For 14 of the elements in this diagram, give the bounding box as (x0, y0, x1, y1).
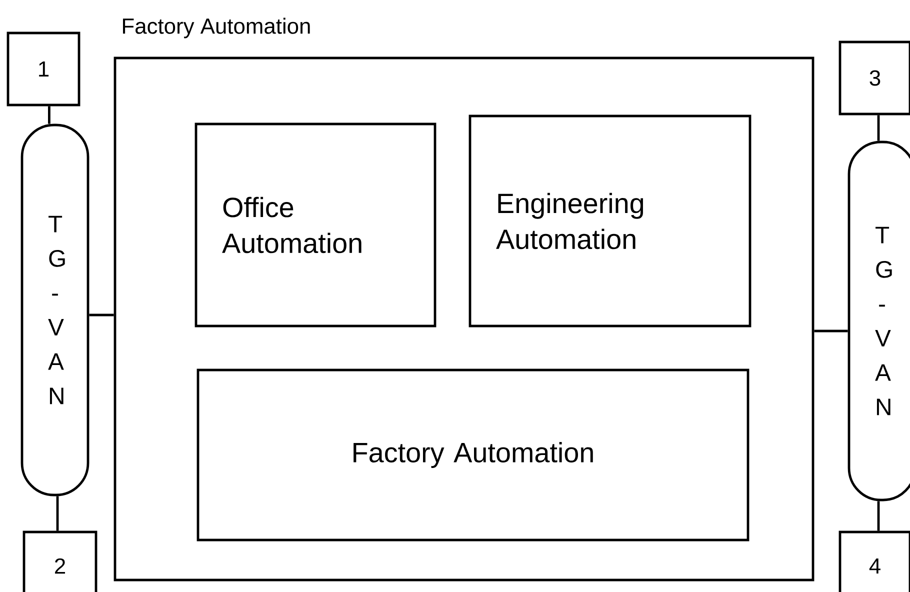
number-box: 4 (838, 530, 910, 592)
connector-line (877, 501, 880, 531)
connector-line (48, 106, 50, 124)
connector-line (877, 115, 880, 141)
node-label: Factory Automation (123, 18, 310, 38)
number-box: 1 (6, 32, 80, 106)
connector-line (814, 330, 848, 332)
process-box: Engineering Automation (468, 114, 752, 328)
process-box: Factory Automation (196, 368, 750, 542)
number-box: 3 (838, 40, 910, 116)
connector-line (56, 496, 59, 531)
process-box: Office Automation (194, 122, 436, 328)
number-box: 2 (22, 530, 98, 592)
connector-line (89, 314, 114, 316)
